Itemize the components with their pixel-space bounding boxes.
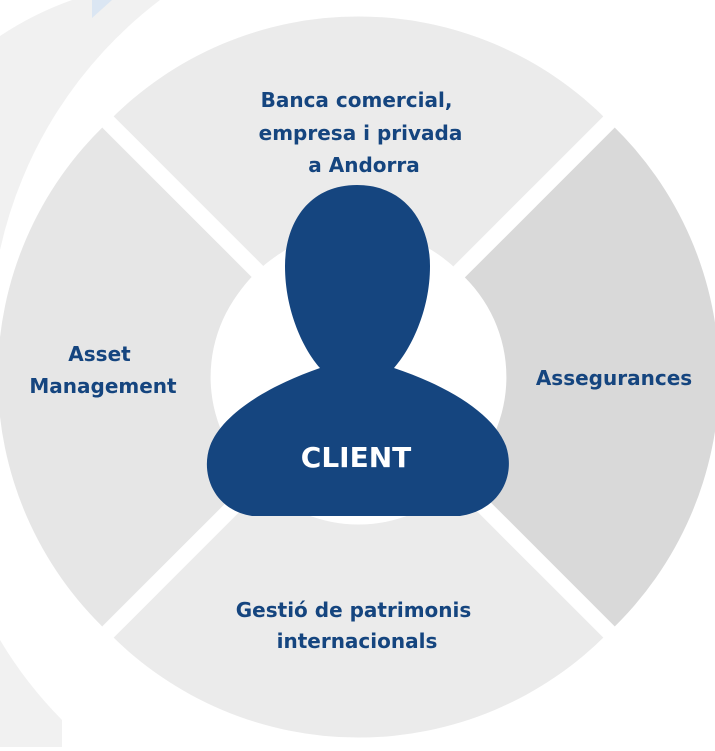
segment-right-label: Assegurances <box>536 366 692 390</box>
person-silhouette-icon <box>206 185 509 516</box>
segment-bottom-label: Gestió de patrimonis internacionals <box>236 598 479 653</box>
segment-top-line-2: empresa i privada <box>259 121 463 145</box>
segment-bottom-line-1: Gestió de patrimonis <box>236 598 472 622</box>
segment-bottom <box>108 482 609 738</box>
segment-left-label: Asset Management <box>29 342 177 398</box>
segment-left <box>0 122 258 632</box>
segment-bottom-line-2: internacionals <box>277 629 438 653</box>
segment-right-line-1: Assegurances <box>536 366 692 390</box>
segment-top <box>108 16 609 272</box>
background-decor-arc-bottom-left <box>0 640 62 747</box>
segment-top-line-1: Banca comercial, <box>261 88 453 112</box>
center-label: CLIENT <box>301 441 411 474</box>
segment-left-line-1: Asset <box>68 342 131 366</box>
segment-left-line-2: Management <box>29 374 177 398</box>
segment-right <box>459 122 715 632</box>
background-decor-blue-corner <box>92 0 112 18</box>
segment-top-line-3: a Andorra <box>308 153 419 177</box>
background-decor-arc-left <box>0 0 160 250</box>
segment-top-label: Banca comercial, empresa i privada a And… <box>259 88 470 177</box>
